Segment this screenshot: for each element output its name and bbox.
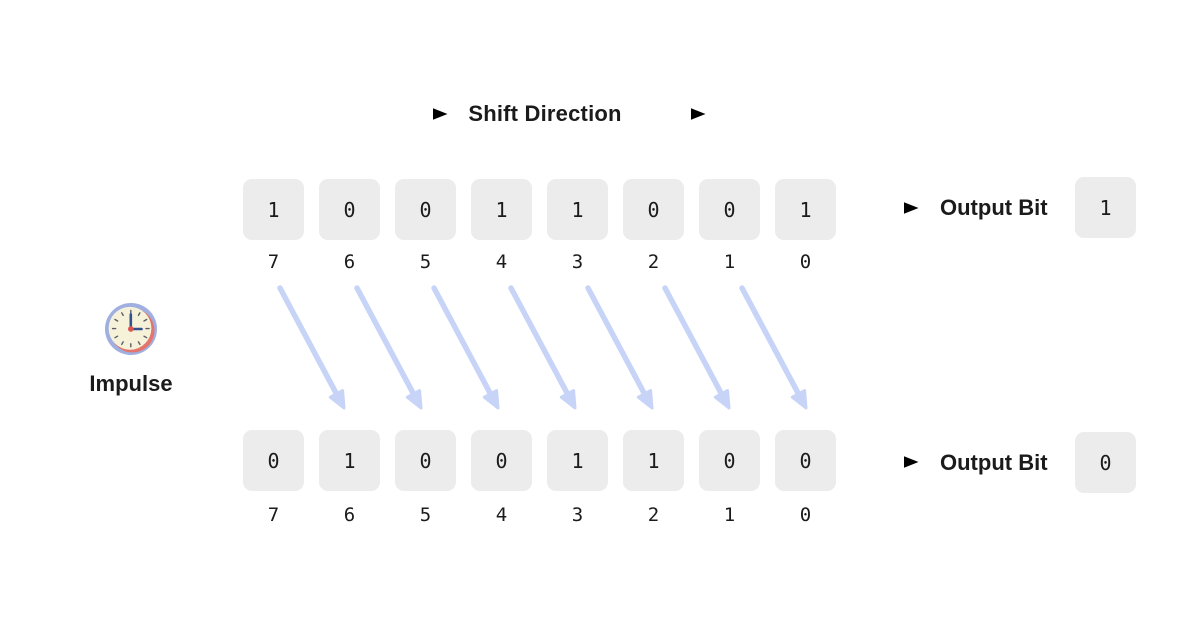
bottom-output-arrow-icon — [856, 456, 919, 468]
bit-index-label: 1 — [723, 251, 736, 273]
shift-direction-left-arrow-icon — [385, 108, 448, 120]
bit-cell: 1 — [623, 430, 684, 491]
bit-index-label: 1 — [723, 504, 736, 526]
shift-arrow-icon — [431, 285, 500, 410]
shift-arrow-icon — [739, 285, 808, 410]
bit-cell: 0 — [395, 179, 456, 240]
bit-cell: 1 — [547, 179, 608, 240]
shift-arrow-icon — [662, 285, 731, 410]
bottom-register-indices: 7 6 5 4 3 2 1 0 — [243, 504, 836, 526]
bit-cell: 0 — [623, 179, 684, 240]
shift-arrow-icon — [354, 285, 423, 410]
bit-cell: 0 — [775, 430, 836, 491]
impulse-label: Impulse — [89, 371, 173, 396]
bit-index-label: 7 — [267, 504, 280, 526]
shift-direction-label: Shift Direction — [468, 101, 622, 126]
bit-index-label: 0 — [799, 251, 812, 273]
bit-index-label: 2 — [647, 504, 660, 526]
bit-index-label: 6 — [343, 251, 356, 273]
bit-cell: 0 — [699, 179, 760, 240]
shift-arrow-icon — [277, 285, 346, 410]
bit-cell: 0 — [699, 430, 760, 491]
bit-cell: 1 — [547, 430, 608, 491]
top-output-bit-cell: 1 — [1075, 177, 1136, 238]
bit-cell: 1 — [319, 430, 380, 491]
shift-arrow-icon — [585, 285, 654, 410]
bit-index-label: 2 — [647, 251, 660, 273]
bit-index-label: 4 — [495, 504, 508, 526]
bit-index-label: 6 — [343, 504, 356, 526]
bit-index-label: 4 — [495, 251, 508, 273]
bit-index-label: 5 — [419, 504, 432, 526]
top-output-arrow-icon — [856, 202, 919, 214]
bottom-output-bit-label: Output Bit — [940, 449, 1048, 475]
bit-cell: 0 — [395, 430, 456, 491]
shift-direction-right-arrow-icon — [642, 108, 706, 120]
bit-cell: 0 — [243, 430, 304, 491]
bit-index-label: 3 — [571, 504, 584, 526]
bit-cell: 1 — [243, 179, 304, 240]
shift-direction-header: Shift Direction — [330, 99, 760, 129]
bit-index-label: 5 — [419, 251, 432, 273]
shift-arrow-icon — [508, 285, 577, 410]
top-output-bit-label: Output Bit — [940, 194, 1048, 220]
bit-cell: 1 — [775, 179, 836, 240]
bit-cell: 0 — [471, 430, 532, 491]
bit-index-label: 0 — [799, 504, 812, 526]
bit-cell: 0 — [319, 179, 380, 240]
top-register-indices: 7 6 5 4 3 2 1 0 — [243, 251, 836, 273]
bit-cell: 1 — [471, 179, 532, 240]
bit-index-label: 3 — [571, 251, 584, 273]
bit-index-label: 7 — [267, 251, 280, 273]
clock-icon — [103, 301, 159, 357]
bottom-output-bit-cell: 0 — [1075, 432, 1136, 493]
